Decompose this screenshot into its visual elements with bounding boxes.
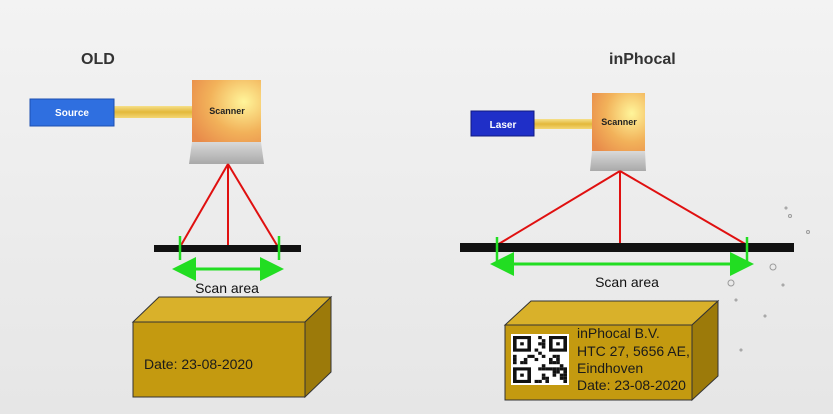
laser-label: Laser <box>490 120 517 131</box>
inphocal-beam <box>533 119 593 129</box>
old-scan-surface <box>154 245 301 252</box>
inphocal-scan-area-label: Scan area <box>595 274 659 290</box>
inphocal-scanner <box>592 93 645 151</box>
source-label: Source <box>55 108 89 119</box>
crate-city: Eindhoven <box>577 360 643 376</box>
inphocal-scan-rays <box>496 170 748 246</box>
inphocal-panel: inPhocal Laser Scanner Scan area <box>460 51 794 402</box>
inphocal-scanner-label: Scanner <box>601 117 637 127</box>
crate-company: inPhocal B.V. <box>577 325 660 341</box>
old-crate <box>131 295 333 399</box>
old-beam <box>113 106 195 118</box>
laser-box <box>470 110 535 137</box>
old-scan-area-label: Scan area <box>195 280 259 296</box>
crate-date: Date: 23-08-2020 <box>577 377 686 393</box>
old-scanner <box>192 80 261 142</box>
inphocal-scan-surface <box>460 243 794 252</box>
inphocal-title: inPhocal <box>609 51 676 68</box>
old-scanner-label: Scanner <box>209 106 245 116</box>
qr-code-icon <box>511 334 569 385</box>
source-box <box>29 98 115 127</box>
old-scan-rays <box>179 163 279 248</box>
old-title: OLD <box>81 51 115 68</box>
decorative-dots <box>727 206 810 352</box>
old-scan-markers <box>178 236 281 260</box>
old-panel: OLD Source Scanner Scan area <box>29 51 333 399</box>
old-crate-date: Date: 23-08-2020 <box>144 356 253 372</box>
inphocal-scanner-base <box>590 151 646 171</box>
old-scanner-base <box>189 142 264 164</box>
crate-address: HTC 27, 5656 AE, <box>577 343 690 359</box>
